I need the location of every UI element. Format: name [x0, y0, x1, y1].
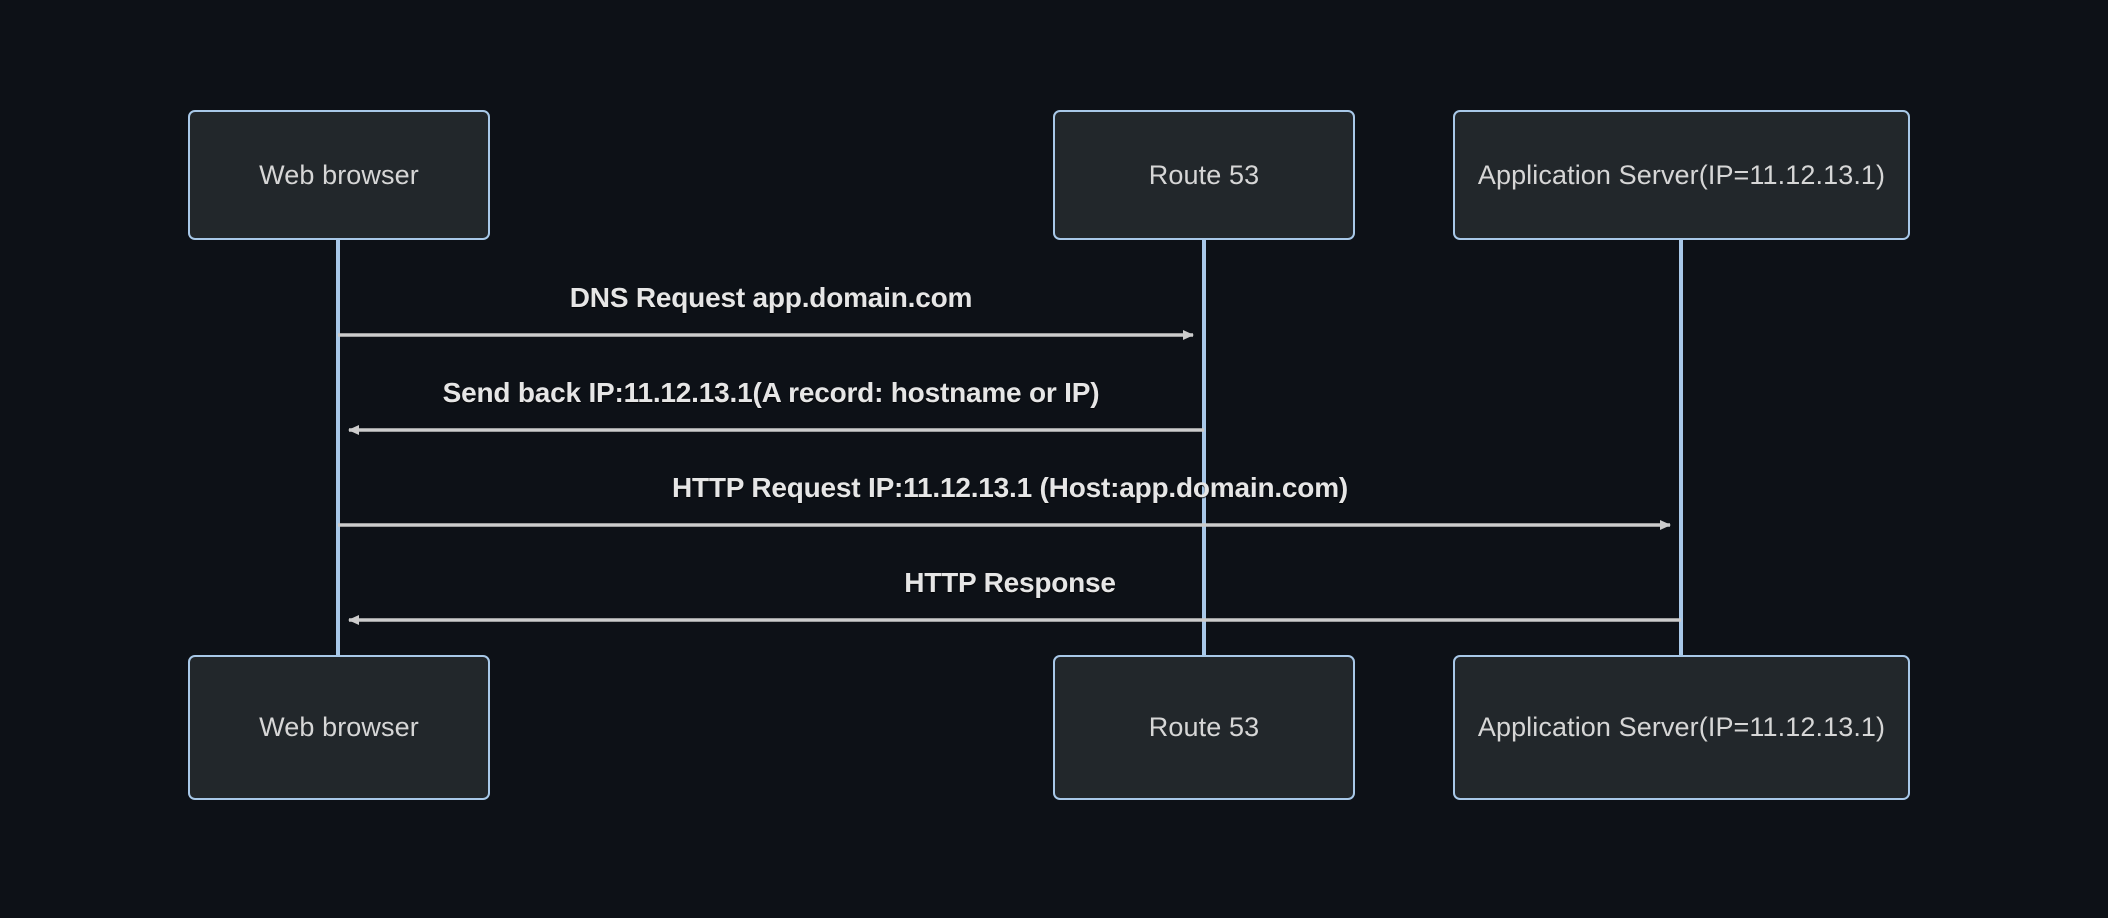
message-label-4: HTTP Response — [904, 567, 1116, 598]
participant-label-appserver-top: Application Server(IP=11.12.13.1) — [1477, 159, 1886, 190]
participant-label-route53-top: Route 53 — [1148, 159, 1260, 190]
message-label-3: HTTP Request IP:11.12.13.1 (Host:app.dom… — [671, 472, 1349, 503]
lifelines — [336, 240, 1683, 660]
participant-box-route53-bottom[interactable]: Route 53 — [1053, 655, 1355, 800]
participant-label-browser-bottom: Web browser — [259, 712, 419, 742]
participant-box-browser-top[interactable]: Web browser — [188, 110, 490, 240]
participant-label-appserver-bottom: Application Server(IP=11.12.13.1) — [1477, 712, 1886, 742]
participant-box-appserver-top[interactable]: Application Server(IP=11.12.13.1) — [1453, 110, 1910, 240]
message-label-1: DNS Request app.domain.com — [569, 282, 973, 313]
participant-box-browser-bottom[interactable]: Web browser — [188, 655, 490, 800]
message-arrows — [338, 330, 1681, 625]
participant-label-browser-top: Web browser — [259, 159, 419, 190]
message-label-2: Send back IP:11.12.13.1(A record: hostna… — [442, 377, 1100, 408]
participant-box-appserver-bottom[interactable]: Application Server(IP=11.12.13.1) — [1453, 655, 1910, 800]
participant-box-route53-top[interactable]: Route 53 — [1053, 110, 1355, 240]
participant-label-route53-bottom: Route 53 — [1148, 712, 1260, 742]
